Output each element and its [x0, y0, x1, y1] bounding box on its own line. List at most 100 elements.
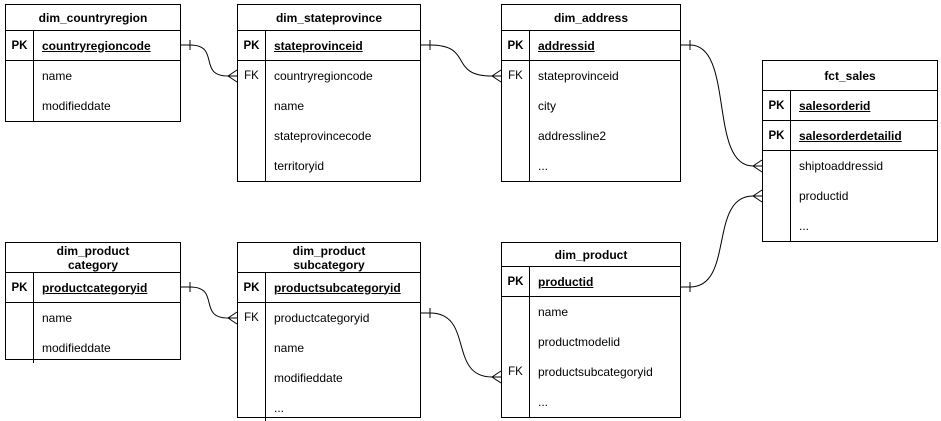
- field-name: name: [42, 69, 73, 83]
- relationship-countryregion-to-stateprovince: [181, 40, 238, 83]
- field-row-dim_stateprovince-2[interactable]: stateprovincecode: [238, 121, 420, 151]
- key-column-divider: [529, 267, 530, 417]
- field-row-dim_address-0[interactable]: FK stateprovinceid: [502, 61, 680, 91]
- entity-body-dim_countryregion: PK countryregioncode name modifieddate: [6, 31, 180, 121]
- field-row-dim_address-3[interactable]: ...: [502, 151, 680, 181]
- field-row-dim_stateprovince-1[interactable]: name: [238, 91, 420, 121]
- key-label: PK: [507, 275, 524, 288]
- field-name: productid: [538, 274, 594, 289]
- entity-title-dim_countryregion: dim_countryregion: [6, 5, 180, 31]
- field-name: productcategoryid: [274, 311, 370, 325]
- pk-row-dim_countryregion-0[interactable]: PK countryregioncode: [6, 31, 180, 61]
- field-row-dim_product-0[interactable]: name: [502, 297, 680, 327]
- field-name: shiptoaddressid: [799, 159, 884, 173]
- field-row-dim_address-1[interactable]: city: [502, 91, 680, 121]
- entity-title-dim_stateprovince: dim_stateprovince: [238, 5, 420, 31]
- key-column-divider: [33, 273, 34, 363]
- field-name: name: [274, 99, 305, 113]
- key-label: FK: [508, 70, 523, 82]
- field-row-fct_sales-2[interactable]: ...: [763, 211, 937, 241]
- field-name: stateprovincecode: [274, 129, 372, 143]
- field-name: salesorderid: [799, 98, 871, 113]
- key-column-divider: [33, 31, 34, 121]
- field-name: countryregioncode: [274, 69, 373, 83]
- field-name: productcategoryid: [42, 280, 148, 295]
- field-name: city: [538, 99, 556, 113]
- entity-title-dim_product: dim_product: [502, 243, 680, 267]
- field-row-dim_stateprovince-0[interactable]: FK countryregioncode: [238, 61, 420, 91]
- relationship-stateprovince-to-address: [421, 40, 502, 83]
- field-name: stateprovinceid: [274, 38, 363, 53]
- entity-title-dim_productcategory: dim_product category: [6, 243, 180, 273]
- field-row-dim_productsubcategory-3[interactable]: ...: [238, 393, 420, 421]
- pk-row-dim_stateprovince-0[interactable]: PK stateprovinceid: [238, 31, 420, 61]
- field-row-dim_product-1[interactable]: productmodelid: [502, 327, 680, 357]
- pk-row-dim_product-0[interactable]: PK productid: [502, 267, 680, 297]
- key-label: PK: [243, 39, 260, 52]
- field-row-dim_countryregion-0[interactable]: name: [6, 61, 180, 91]
- field-name: countryregioncode: [42, 38, 151, 53]
- field-row-fct_sales-0[interactable]: shiptoaddressid: [763, 151, 937, 181]
- field-name: ...: [538, 159, 549, 173]
- entity-title-dim_address: dim_address: [502, 5, 680, 31]
- field-row-dim_productsubcategory-2[interactable]: modifieddate: [238, 363, 420, 393]
- relationship-product-to-sales: [681, 189, 763, 292]
- field-name: addressid: [538, 38, 595, 53]
- field-row-dim_productsubcategory-1[interactable]: name: [238, 333, 420, 363]
- field-name: ...: [274, 401, 285, 415]
- field-name: modifieddate: [274, 371, 343, 385]
- field-row-dim_stateprovince-3[interactable]: territoryid: [238, 151, 420, 181]
- key-column-divider: [790, 91, 791, 241]
- field-name: modifieddate: [42, 341, 111, 355]
- field-row-fct_sales-1[interactable]: productid: [763, 181, 937, 211]
- field-name: productmodelid: [538, 335, 621, 349]
- field-name: name: [274, 341, 305, 355]
- relationship-productcategory-to-subcategory: [181, 282, 238, 325]
- pk-row-fct_sales-1[interactable]: PK salesorderdetailid: [763, 121, 937, 151]
- field-row-dim_product-3[interactable]: ...: [502, 387, 680, 417]
- field-name: name: [42, 311, 73, 325]
- key-label: PK: [11, 39, 28, 52]
- field-row-dim_productcategory-1[interactable]: modifieddate: [6, 333, 180, 363]
- field-row-dim_productcategory-0[interactable]: name: [6, 303, 180, 333]
- key-label: FK: [508, 366, 523, 378]
- field-row-dim_product-2[interactable]: FK productsubcategoryid: [502, 357, 680, 387]
- field-name: stateprovinceid: [538, 69, 619, 83]
- field-name: addressline2: [538, 129, 607, 143]
- field-name: modifieddate: [42, 99, 111, 113]
- field-name: name: [538, 305, 569, 319]
- key-label: FK: [244, 70, 259, 82]
- key-column-divider: [265, 31, 266, 181]
- key-column-divider: [265, 273, 266, 421]
- entity-title-dim_productsubcategory: dim_product subcategory: [238, 243, 420, 273]
- relationship-address-to-sales: [681, 40, 763, 173]
- field-name: productid: [799, 189, 849, 203]
- key-label: PK: [768, 129, 785, 142]
- field-name: productsubcategoryid: [538, 365, 653, 379]
- field-row-dim_address-2[interactable]: addressline2: [502, 121, 680, 151]
- key-column-divider: [529, 31, 530, 181]
- field-row-dim_countryregion-1[interactable]: modifieddate: [6, 91, 180, 121]
- relationship-subcategory-to-product: [421, 308, 502, 384]
- pk-row-dim_productcategory-0[interactable]: PK productcategoryid: [6, 273, 180, 303]
- field-name: ...: [799, 219, 810, 233]
- field-name: salesorderdetailid: [799, 128, 902, 143]
- key-label: PK: [11, 281, 28, 294]
